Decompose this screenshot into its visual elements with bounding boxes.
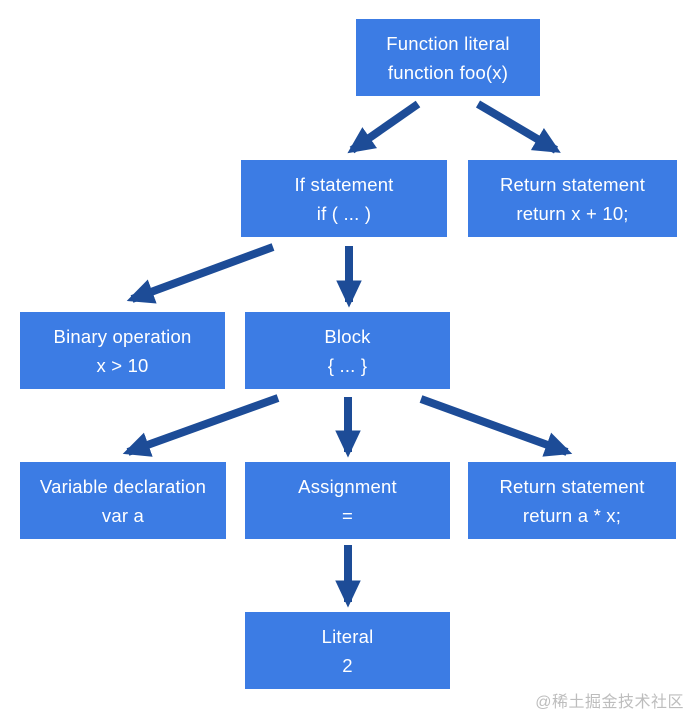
node-title: Block [324,325,371,347]
node-binary-operation: Binary operation x > 10 [20,312,225,389]
node-code: { ... } [327,354,368,376]
node-title: Return statement [499,475,645,497]
node-code: return x + 10; [516,202,629,224]
node-title: Literal [321,625,374,647]
node-code: function foo(x) [387,61,509,83]
watermark: @稀土掘金技术社区 [535,694,684,711]
edge-if-statement-to-binary-operation [126,243,275,304]
node-return-statement-1: Return statement return x + 10; [468,160,677,237]
node-code: if ( ... ) [316,202,372,224]
node-variable-declaration: Variable declaration var a [20,462,226,539]
node-return-statement-2: Return statement return a * x; [468,462,676,539]
node-code: var a [101,504,145,526]
node-title: If statement [294,173,394,195]
node-block: Block { ... } [245,312,450,389]
edge-block-to-return-statement-2 [419,395,573,457]
node-title: Binary operation [53,325,192,347]
edge-function-literal-to-if-statement [347,100,421,154]
node-code: return a * x; [522,504,622,526]
node-literal: Literal 2 [245,612,450,689]
node-assignment: Assignment = [245,462,450,539]
node-code: 2 [342,654,353,676]
node-title: Variable declaration [39,475,207,497]
node-function-literal: Function literal function foo(x) [356,19,540,96]
node-title: Return statement [499,173,646,195]
node-title: Assignment [298,475,397,497]
node-title: Function literal [386,32,510,54]
edge-function-literal-to-return-statement-1 [475,100,561,154]
node-if-statement: If statement if ( ... ) [241,160,447,237]
node-code: = [341,504,353,526]
node-code: x > 10 [96,354,149,376]
edge-block-to-variable-declaration [122,394,280,457]
